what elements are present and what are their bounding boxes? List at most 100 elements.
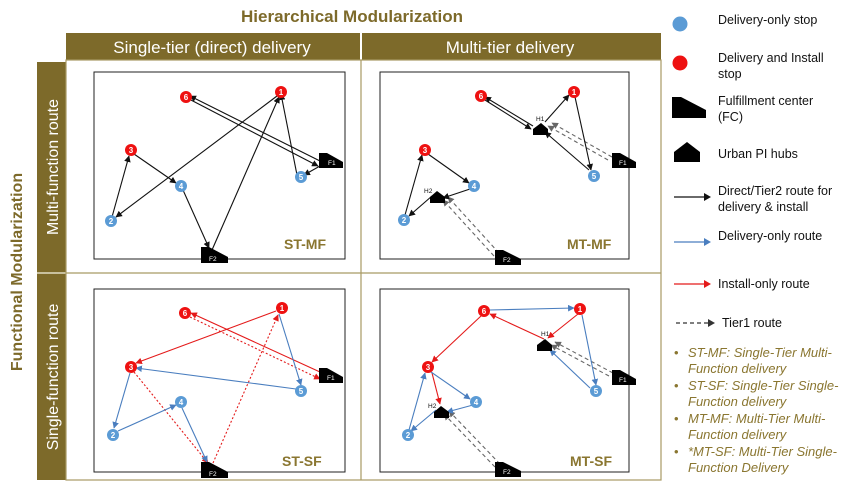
tier1-edge-mt-sf — [550, 344, 610, 377]
edge-st-mf — [133, 153, 177, 184]
panel-frame-st-mf — [93, 71, 346, 260]
install-edge-st-sf — [135, 310, 277, 365]
legend-label: Direct/Tier2 route for delivery & instal… — [718, 184, 833, 214]
svg-text:3: 3 — [129, 146, 134, 155]
legend-label: Delivery-only route — [718, 229, 823, 243]
legend-label: Fulfillment center (FC) — [718, 94, 814, 124]
svg-text:6: 6 — [184, 93, 189, 102]
column-header-single-tier: Single-tier (direct) delivery — [113, 38, 311, 57]
install-stop-node: 1 — [574, 303, 586, 315]
install-edge-mt-sf — [431, 315, 482, 363]
delivery-stop-node: 2 — [105, 215, 117, 227]
abbreviation-notes: ST-MF: Single-Tier Multi-Function delive… — [674, 345, 856, 477]
delivery-edge-mt-sf — [430, 371, 471, 400]
svg-text:4: 4 — [179, 398, 184, 407]
black-arrow-icon — [674, 193, 711, 201]
install-stop-node: 3 — [125, 361, 137, 373]
delivery-edge-mt-sf — [488, 304, 575, 312]
install-stop-node: 3 — [419, 144, 431, 156]
svg-text:F2: F2 — [503, 469, 511, 476]
urban-hub-icon: H1 — [533, 116, 548, 135]
edge-mt-mf — [442, 188, 471, 200]
edge-mt-mf — [484, 99, 532, 130]
svg-text:H1: H1 — [536, 116, 545, 123]
legend-label: Install-only route — [718, 277, 810, 291]
svg-text:F2: F2 — [209, 471, 217, 478]
grid-frame — [65, 59, 662, 481]
row-header-band — [37, 62, 66, 480]
delivery-stop-node: 4 — [175, 396, 187, 408]
edge-st-mf — [211, 96, 280, 251]
delivery-stop-node: 5 — [295, 171, 307, 183]
row-header-multi-function: Multi-function route — [45, 99, 62, 235]
install-stop-node: 1 — [568, 86, 580, 98]
panel-frame-mt-mf — [379, 71, 630, 260]
svg-text:H2: H2 — [428, 403, 437, 410]
install-edge-mt-sf — [547, 313, 579, 339]
delivery-edge-mt-sf — [408, 372, 427, 431]
tier1-edge-mt-mf — [547, 125, 609, 161]
edge-st-mf — [115, 95, 278, 218]
note-item: ST-SF: Single-Tier Single-Function deliv… — [674, 378, 856, 410]
svg-text:2: 2 — [111, 431, 116, 440]
install-stop-icon — [672, 55, 688, 71]
svg-text:5: 5 — [299, 173, 304, 182]
delivery-edge-mt-sf — [446, 404, 474, 414]
svg-text:F1: F1 — [327, 375, 335, 382]
delivery-stop-node: 2 — [402, 429, 414, 441]
edge-mt-mf — [544, 131, 590, 171]
fulfillment-center-icon: F2 — [495, 462, 521, 477]
delivery-edge-st-sf — [135, 365, 297, 390]
svg-text:3: 3 — [426, 363, 431, 372]
svg-text:1: 1 — [280, 304, 285, 313]
legend-label: Delivery-only stop — [718, 13, 818, 27]
install-edge-mt-sf — [431, 372, 442, 405]
edge-mt-mf — [574, 96, 593, 171]
install-stop-node: 1 — [275, 86, 287, 98]
svg-text:H2: H2 — [424, 188, 433, 195]
svg-text:6: 6 — [479, 92, 484, 101]
delivery-edge-st-sf — [278, 313, 303, 386]
svg-text:F2: F2 — [503, 257, 511, 264]
row-header-single-function: Single-function route — [45, 304, 62, 451]
edge-st-mf — [189, 95, 323, 163]
install-stop-node: 3 — [125, 144, 137, 156]
svg-text:5: 5 — [299, 387, 304, 396]
install-edge-st-sf — [133, 371, 209, 464]
edge-st-mf — [111, 155, 131, 218]
install-edge-st-sf — [190, 312, 321, 373]
svg-text:F1: F1 — [619, 377, 627, 384]
edge-mt-mf — [484, 96, 534, 127]
delivery-stop-node: 2 — [398, 214, 410, 226]
legend-label: Urban PI hubs — [718, 147, 798, 161]
panel-frame-mt-sf — [379, 288, 630, 473]
note-item: MT-MF: Multi-Tier Multi-Function deliver… — [674, 411, 856, 443]
svg-text:H1: H1 — [541, 331, 550, 338]
fulfillment-center-icon: F2 — [495, 250, 521, 265]
fulfillment-center-icon: F1 — [612, 153, 636, 168]
delivery-stop-node: 4 — [175, 180, 187, 192]
legend-label: Tier1 route — [722, 316, 782, 330]
edge-mt-mf — [427, 153, 470, 184]
delivery-edge-mt-sf — [410, 409, 437, 432]
svg-text:1: 1 — [572, 88, 577, 97]
fulfillment-center-icon — [672, 97, 706, 118]
red-arrow-icon — [674, 280, 711, 288]
install-stop-node: 6 — [179, 307, 191, 319]
svg-text:4: 4 — [472, 182, 477, 191]
panel-label-mt-sf: MT-SF — [570, 453, 612, 469]
legend-label: Delivery and Install stop — [718, 51, 824, 81]
delivery-edge-st-sf — [117, 404, 177, 432]
svg-text:5: 5 — [592, 172, 597, 181]
tier1-edge-mt-sf — [554, 341, 614, 374]
svg-text:2: 2 — [402, 216, 407, 225]
note-item: ST-MF: Single-Tier Multi-Function delive… — [674, 345, 856, 377]
install-edge-mt-sf — [489, 313, 545, 340]
panel-label-st-sf: ST-SF — [282, 453, 322, 469]
edge-mt-mf — [408, 195, 433, 217]
edge-mt-mf — [404, 154, 424, 216]
delivery-edge-mt-sf — [581, 314, 599, 386]
tier1-edge-mt-mf — [551, 122, 613, 158]
tier1-edge-mt-mf — [442, 199, 495, 257]
panel-label-mt-mf: MT-MF — [567, 236, 612, 252]
